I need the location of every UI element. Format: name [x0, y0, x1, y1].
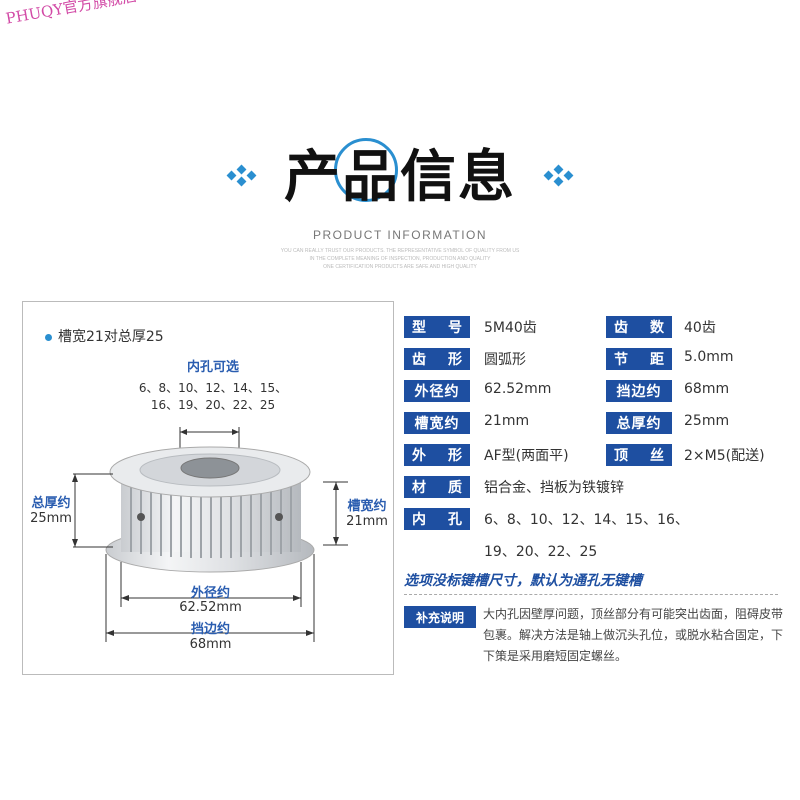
spec-value: AF型(两面平): [484, 448, 569, 464]
spec-value: 圆弧形: [484, 352, 526, 368]
bore-options-line2: 16、19、20、22、25: [150, 398, 276, 412]
spec-tag: 内孔: [404, 508, 470, 530]
bore-options-line1: 6、8、10、12、14、15、: [138, 381, 288, 395]
spec-value: 2×M5(配送): [684, 448, 765, 464]
diamond-left-icon: [226, 164, 260, 187]
supplement-text: 大内孔因壁厚问题，顶丝部分有可能突出齿面，阻碍皮带包裹。解决方法是轴上做沉头孔位…: [483, 607, 784, 663]
page-title: 产品信息: [284, 145, 516, 210]
spec-value: 21mm: [484, 413, 530, 429]
spec-tag: 节距: [606, 348, 672, 370]
spec-tag: 总厚约: [606, 412, 672, 434]
title-ring-decoration: [334, 138, 398, 202]
tiny-line-2: IN THE COMPLETE MEANING OF INSPECTION, P…: [309, 256, 491, 262]
outer-diameter-label: 外径约: [190, 586, 230, 601]
spec-value: 68mm: [684, 381, 730, 397]
spec-tag: 外形: [404, 444, 470, 466]
spec-value: 5M40齿: [484, 320, 537, 336]
divider: [404, 594, 778, 595]
spec-value: 6、8、10、12、14、15、16、: [484, 512, 689, 528]
spec-value: 40齿: [684, 320, 716, 336]
spec-tag: 型号: [404, 316, 470, 338]
spec-value: 25mm: [684, 413, 730, 429]
spec-row-tooth: 齿形 圆弧形 节距 5.0mm: [404, 348, 784, 370]
header: 产品信息 PRODUCT INFORMATION YOU CAN REALLY …: [0, 128, 800, 270]
tiny-line-1: YOU CAN REALLY TRUST OUR PRODUCTS. THE R…: [280, 248, 520, 254]
product-image-panel: 槽宽21对总厚25 内孔可选 6、8、10、12、14、15、 16、19、20…: [22, 301, 394, 675]
spec-value: 铝合金、挡板为铁镀锌: [484, 480, 624, 496]
spec-tag: 槽宽约: [404, 412, 470, 434]
spec-row-width: 槽宽约 21mm 总厚约 25mm: [404, 412, 784, 434]
total-thickness-label: 总厚约: [31, 496, 71, 511]
spec-row-diameter: 外径约 62.52mm 挡边约 68mm: [404, 380, 784, 402]
spec-tag: 材质: [404, 476, 470, 498]
spec-tag: 齿数: [606, 316, 672, 338]
bore-title: 内孔可选: [186, 360, 239, 375]
groove-width-value: 21mm: [346, 514, 388, 529]
groove-width-label: 槽宽约: [347, 499, 387, 514]
spec-row-model: 型号 5M40齿 齿数 40齿: [404, 316, 784, 338]
keyway-note: 选项没标键槽尺寸，默认为通孔无键槽: [404, 573, 642, 589]
total-thickness-value: 25mm: [30, 511, 72, 526]
spec-tag: 挡边约: [606, 380, 672, 402]
pulley-illustration: [72, 427, 348, 642]
spec-tag: 外径约: [404, 380, 470, 402]
supplement-tag: 补充说明: [404, 606, 476, 628]
diamond-right-icon: [543, 164, 577, 187]
spec-value: 62.52mm: [484, 381, 552, 397]
flange-diameter-label: 挡边约: [190, 622, 230, 637]
spec-row-bore: 内孔 6、8、10、12、14、15、16、 19、20、22、25: [404, 508, 784, 560]
flange-diameter-value: 68mm: [189, 637, 232, 652]
bullet-dot-icon: [45, 333, 52, 341]
spec-tag: 顶丝: [606, 444, 672, 466]
page-subtitle: PRODUCT INFORMATION: [312, 228, 488, 242]
spec-row-material: 材质 铝合金、挡板为铁镀锌: [404, 476, 784, 498]
spec-tag: 齿形: [404, 348, 470, 370]
tiny-line-3: ONE CERTIFICATION PRODUCTS ARE SAFE AND …: [323, 264, 477, 270]
groove-bullet: 槽宽21对总厚25: [45, 326, 164, 346]
spec-value-line2: 19、20、22、25: [484, 544, 598, 560]
outer-diameter-value: 62.52mm: [179, 600, 242, 615]
spec-row-shape: 外形 AF型(两面平) 顶丝 2×M5(配送): [404, 444, 784, 466]
store-watermark: PHUQY官方旗舰店: [4, 0, 139, 28]
spec-value: 5.0mm: [684, 349, 734, 365]
